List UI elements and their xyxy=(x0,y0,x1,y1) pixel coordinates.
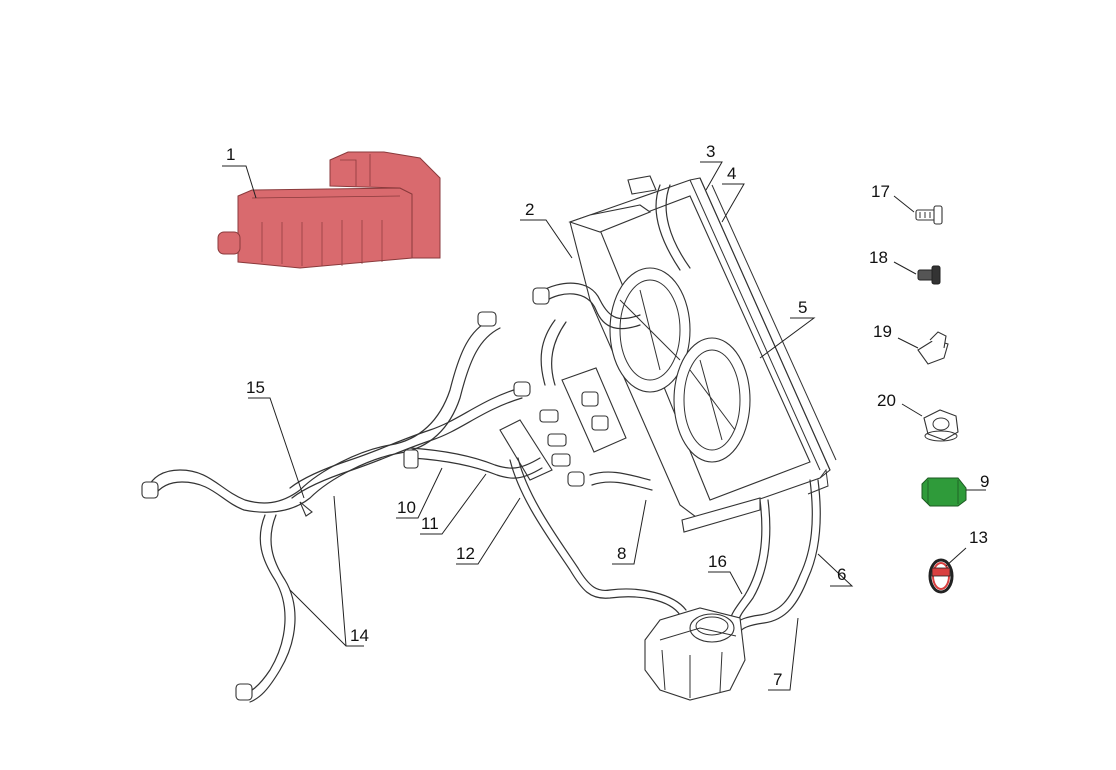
part-13-hose-clamp[interactable] xyxy=(928,558,954,594)
part-19-clip[interactable] xyxy=(917,331,949,365)
callout-18[interactable]: 18 xyxy=(869,248,888,267)
callout-13[interactable]: 13 xyxy=(969,528,988,547)
callout-11[interactable]: 11 xyxy=(421,514,439,533)
callout-6[interactable]: 6 xyxy=(837,565,846,584)
callout-20[interactable]: 20 xyxy=(877,391,896,410)
part-17-bolt[interactable] xyxy=(915,205,943,225)
callout-4[interactable]: 4 xyxy=(727,164,736,183)
callout-2[interactable]: 2 xyxy=(525,200,534,219)
callout-8[interactable]: 8 xyxy=(617,544,626,563)
callout-19[interactable]: 19 xyxy=(873,322,892,341)
radiator-fan-assembly[interactable] xyxy=(568,175,837,533)
callout-3[interactable]: 3 xyxy=(706,142,715,161)
callout-17[interactable]: 17 xyxy=(871,182,890,201)
upper-hose-assembly[interactable] xyxy=(532,282,641,386)
coolant-valve-block[interactable] xyxy=(499,367,627,481)
callout-5[interactable]: 5 xyxy=(798,298,807,317)
part-1-control-module[interactable] xyxy=(217,151,441,269)
leader-lines xyxy=(222,161,986,691)
callout-15[interactable]: 15 xyxy=(246,378,265,397)
callout-7[interactable]: 7 xyxy=(773,670,782,689)
callout-9[interactable]: 9 xyxy=(980,472,989,491)
part-18-bolt[interactable] xyxy=(917,265,941,285)
callout-1[interactable]: 1 xyxy=(226,145,235,164)
part-9-clamp[interactable] xyxy=(921,477,967,507)
callout-10[interactable]: 10 xyxy=(397,498,416,517)
part-20-nut[interactable] xyxy=(923,409,959,442)
callout-16[interactable]: 16 xyxy=(708,552,727,571)
callout-labels: 1 2 3 4 5 6 7 8 9 10 11 12 13 14 15 16 1… xyxy=(226,142,989,689)
left-hose-harness[interactable] xyxy=(141,311,543,703)
callout-14[interactable]: 14 xyxy=(350,626,369,645)
coolant-reservoir[interactable] xyxy=(644,607,746,701)
callout-12[interactable]: 12 xyxy=(456,544,475,563)
reservoir-hoses[interactable] xyxy=(509,457,821,633)
